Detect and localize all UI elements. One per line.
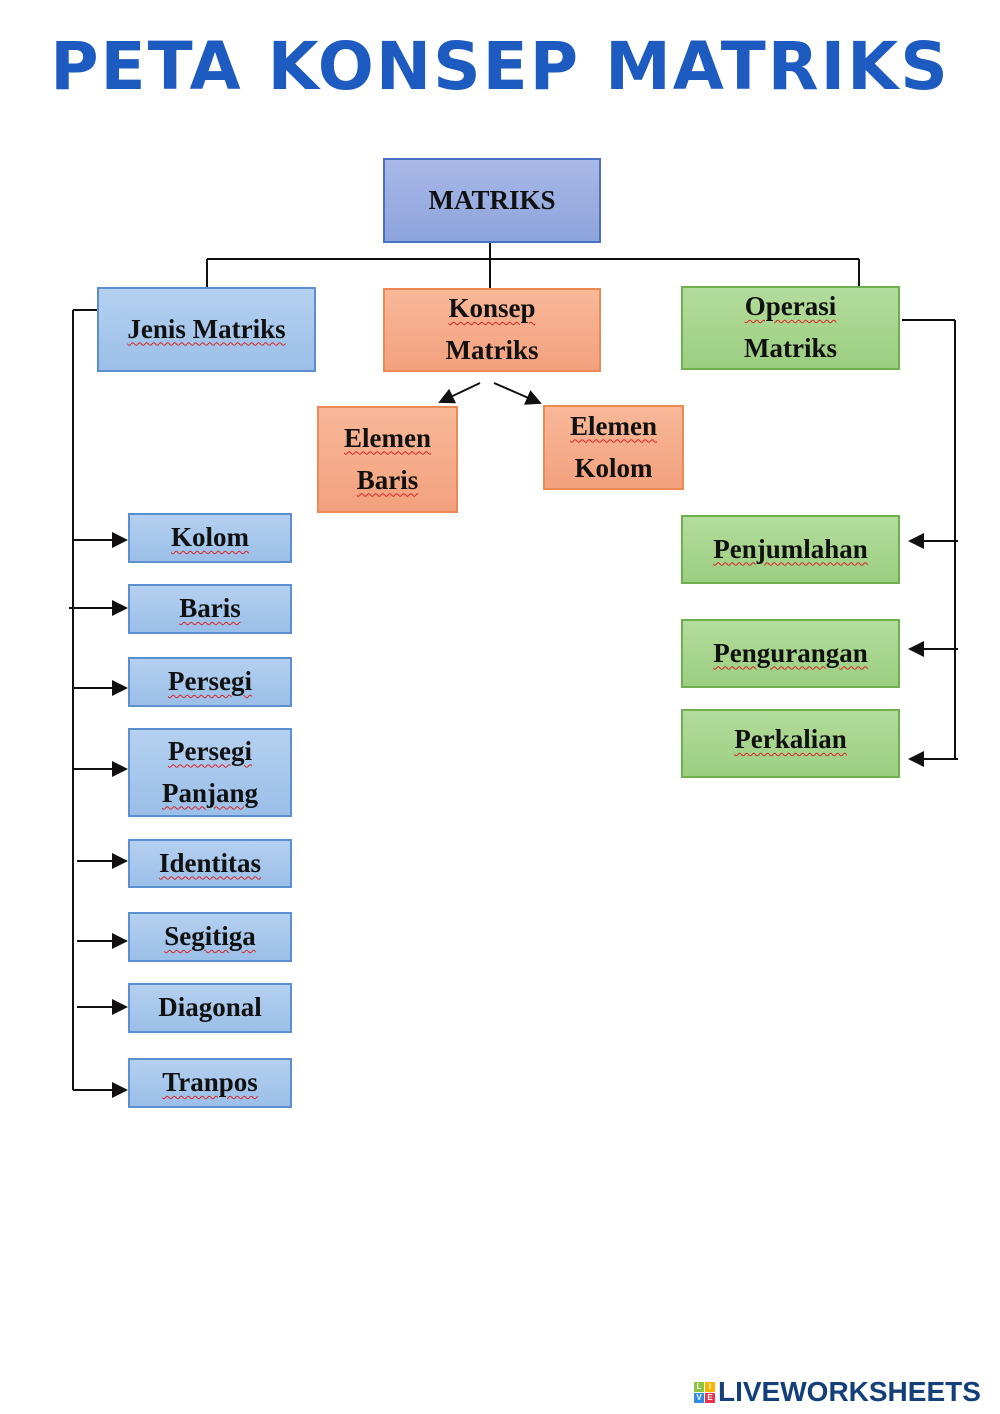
jenis-item-baris: Baris <box>128 584 292 634</box>
operasi-item-perkalian: Perkalian <box>681 709 900 778</box>
logo-tile: V <box>694 1392 704 1403</box>
jenis-item-identitas: Identitas <box>128 839 292 888</box>
operasi-item-pengurangan: Pengurangan <box>681 619 900 688</box>
logo-tile: L <box>694 1381 704 1392</box>
logo-tile: E <box>705 1392 715 1403</box>
jenis-item-segitiga: Segitiga <box>128 912 292 962</box>
jenis-item-tranpos: Tranpos <box>128 1058 292 1108</box>
root-node-matriks: MATRIKS <box>383 158 601 243</box>
jenis-item-kolom: Kolom <box>128 513 292 563</box>
jenis-item-persegi: Persegi <box>128 657 292 707</box>
logo-text: LIVEWORKSHEETS <box>718 1376 981 1407</box>
operasi-item-penjumlahan: Penjumlahan <box>681 515 900 584</box>
page-title: PETA KONSEP MATRIKS <box>50 28 950 105</box>
logo-tile: I <box>705 1381 715 1392</box>
liveworksheets-logo: L I V E LIVEWORKSHEETS <box>694 1376 981 1408</box>
logo-tiles-icon: L I V E <box>694 1381 715 1403</box>
jenis-item-diagonal: Diagonal <box>128 983 292 1033</box>
node-jenis-matriks: Jenis Matriks <box>97 287 316 372</box>
